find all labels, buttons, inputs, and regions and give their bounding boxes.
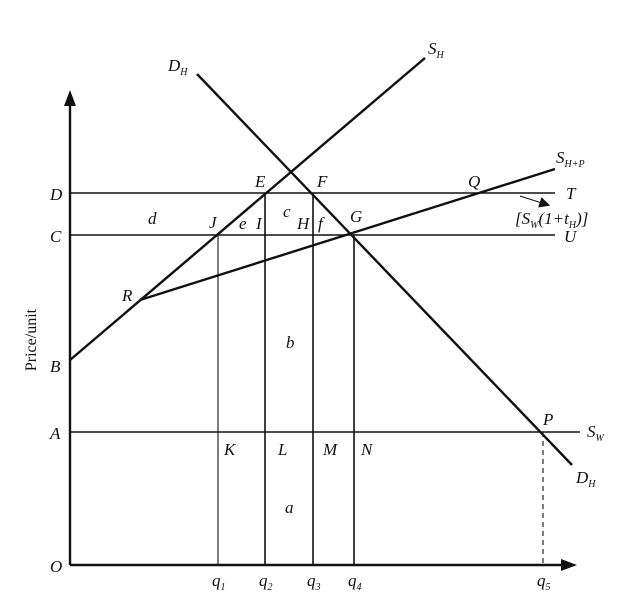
point-label-E: E — [254, 172, 266, 191]
y-axis-title: Price/unit — [23, 308, 40, 371]
price-label-A: A — [49, 424, 61, 443]
y-axis-arrow — [64, 90, 76, 106]
area-label-e: e — [239, 214, 247, 233]
curve-label-U: U — [564, 227, 578, 246]
curve-label-S-W: SW — [587, 422, 606, 444]
point-label-Q: Q — [468, 172, 480, 191]
curve-label-S-HP: SH+P — [556, 148, 585, 170]
point-label-K: K — [223, 440, 237, 459]
point-label-N: N — [360, 440, 374, 459]
point-label-I: I — [255, 214, 263, 233]
supply-curve-home-plus-partner — [139, 167, 556, 302]
demand-curve-home — [196, 73, 573, 466]
quantity-label-q4: q4 — [348, 571, 362, 593]
curve-label-D-H-bottom: DH — [575, 468, 596, 490]
area-label-a: a — [285, 498, 294, 517]
x-axis-arrow — [561, 559, 577, 571]
quantity-label-q2: q2 — [259, 571, 273, 593]
quantity-label-q5: q5 — [537, 571, 551, 593]
area-label-b: b — [286, 333, 295, 352]
point-label-R: R — [121, 286, 133, 305]
area-label-d: d — [148, 209, 157, 228]
price-label-D: D — [49, 185, 63, 204]
tariff-arrow — [519, 195, 551, 208]
price-label-C: C — [50, 227, 62, 246]
curve-label-D-H-top: DH — [167, 56, 188, 78]
point-label-F: F — [316, 172, 328, 191]
area-label-f: f — [318, 214, 325, 233]
point-label-P: P — [542, 410, 553, 429]
point-label-G: G — [350, 207, 362, 226]
point-label-M: M — [322, 440, 338, 459]
quantity-label-q1: q1 — [212, 571, 226, 593]
origin-label: O — [50, 557, 62, 576]
area-label-c: c — [283, 202, 291, 221]
supply-curve-home — [69, 57, 426, 361]
curve-label-T: T — [566, 184, 577, 203]
point-label-H: H — [296, 214, 311, 233]
point-label-J: J — [209, 213, 218, 232]
price-label-B: B — [50, 357, 61, 376]
point-label-L: L — [277, 440, 287, 459]
curve-label-S-H: SH — [428, 39, 445, 61]
quantity-label-q3: q3 — [307, 571, 321, 593]
tariff-expression: [SW(1+tH)] — [515, 209, 588, 231]
